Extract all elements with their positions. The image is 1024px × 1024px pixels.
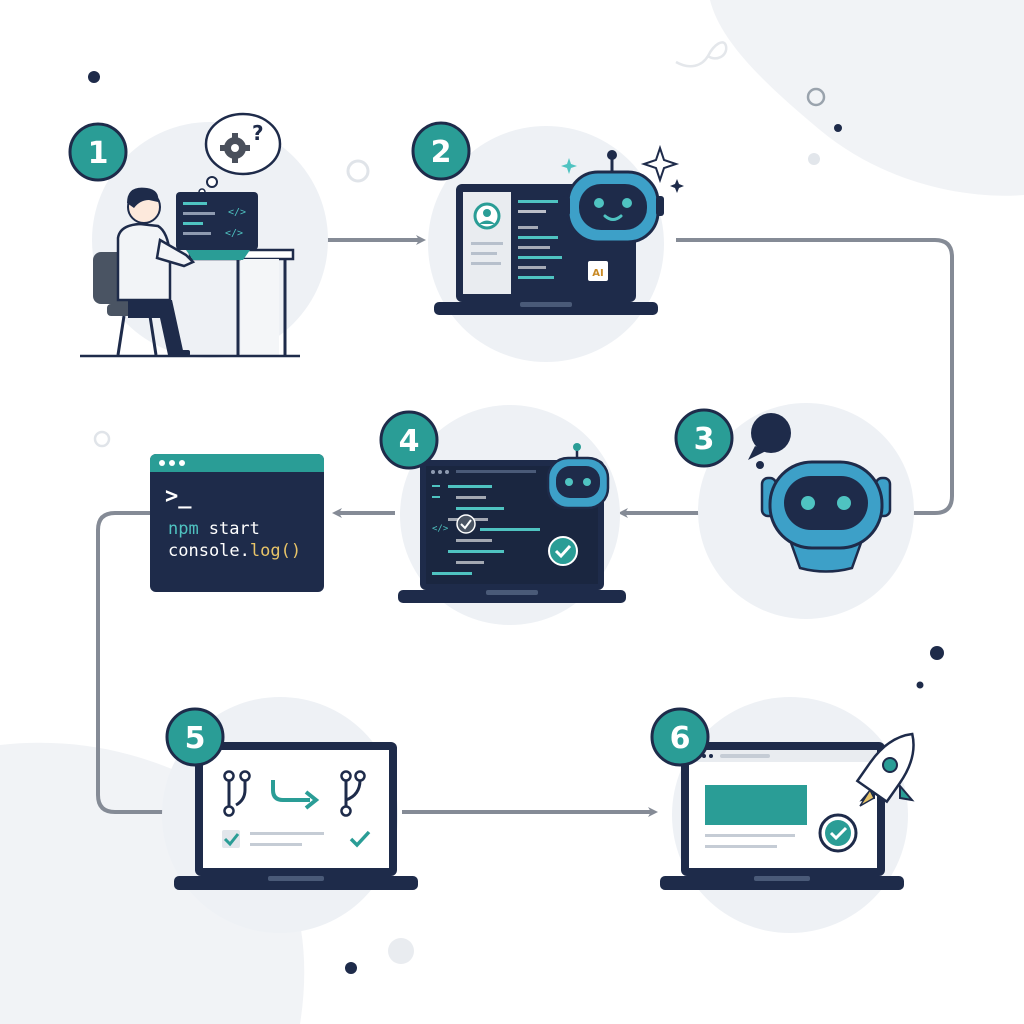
flow-connectors — [96, 235, 954, 817]
gear-icon — [220, 133, 250, 163]
sparkle-icon — [561, 144, 684, 193]
checkbox-checked-icon — [222, 830, 240, 848]
step-5: 5 — [162, 697, 418, 933]
step-5-laptop-icon — [174, 742, 418, 890]
step-6-badge: 6 — [650, 707, 710, 767]
question-mark-icon: ? — [252, 121, 264, 145]
step-4-badge: 4 — [379, 410, 439, 470]
thought-bubble-icon: ? — [198, 112, 282, 196]
terminal-line-console: console.log() — [168, 541, 301, 561]
robot-assistant-icon — [562, 150, 664, 244]
svg-text:</>: </> — [432, 524, 449, 534]
chat-bubble-icon — [748, 413, 791, 469]
desk-icon — [80, 248, 300, 358]
step-2-badge: 2 — [411, 121, 471, 181]
step-5-number: 5 — [185, 721, 206, 756]
svg-text:</>: </> — [225, 228, 243, 239]
step-1-number: 1 — [88, 136, 109, 171]
merge-arrow-icon — [271, 780, 320, 810]
arrow-terminal-to-5 — [96, 511, 175, 814]
rocket-icon — [855, 732, 915, 807]
step-6: 6 — [650, 697, 915, 933]
ai-chip-icon: AI — [586, 255, 610, 287]
window-dot-icon — [159, 460, 165, 466]
git-branch-icon — [223, 770, 251, 817]
step-1-badge: 1 — [68, 122, 128, 182]
success-check-icon — [818, 813, 858, 853]
step-4-number: 4 — [399, 424, 420, 459]
window-dot-icon — [169, 460, 175, 466]
window-dot-icon — [179, 460, 185, 466]
arrow-2-to-3 — [676, 238, 954, 515]
step-4: </> 4 — [379, 405, 626, 625]
step-2: AI 2 — [411, 121, 684, 362]
check-circle-icon — [548, 536, 578, 566]
developer-person-icon — [116, 187, 196, 356]
chatbot-icon — [760, 460, 892, 573]
step-6-laptop-icon — [660, 742, 904, 890]
step-3-number: 3 — [694, 422, 715, 457]
step-6-number: 6 — [670, 721, 691, 756]
mini-robot-icon — [546, 443, 610, 510]
webpage-hero-block — [705, 785, 807, 825]
step-5-badge: 5 — [165, 707, 225, 767]
step-3: 3 — [674, 403, 914, 619]
svg-text:</>: </> — [228, 207, 246, 218]
git-merge-icon — [340, 770, 366, 817]
check-icon — [349, 830, 371, 848]
developer-monitor-icon: </> </> — [176, 192, 258, 260]
terminal-prompt: >_ — [165, 484, 192, 509]
step-2-number: 2 — [431, 135, 452, 170]
step-3-badge: 3 — [674, 408, 734, 468]
step-1: ? </> </> — [68, 112, 328, 358]
ai-chip-label: AI — [592, 268, 603, 279]
